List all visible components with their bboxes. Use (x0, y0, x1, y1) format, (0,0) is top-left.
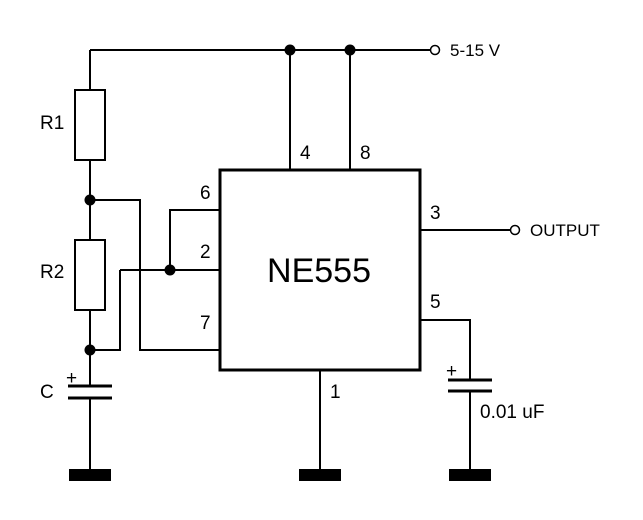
pin-number-6: 6 (200, 183, 211, 204)
r2-label: R2 (40, 262, 64, 283)
c5-label: 0.01 uF (480, 402, 544, 423)
pin-number-1: 1 (330, 382, 341, 403)
supply-terminal (429, 44, 441, 56)
supply-label: 5-15 V (450, 41, 501, 60)
ground-symbol-c5 (449, 469, 491, 481)
ground-symbol-c (69, 469, 111, 481)
r1-label: R1 (40, 113, 64, 134)
chip-name: NE555 (267, 252, 371, 290)
output-terminal (509, 224, 521, 236)
pin-number-4: 4 (300, 143, 311, 164)
pin5-wire (420, 319, 471, 379)
pin7-discharge-wire (90, 199, 220, 351)
pin6-wire (169, 209, 220, 270)
pin-number-8: 8 (360, 143, 371, 164)
junction-dot-pin2-pin6 (164, 264, 176, 276)
pin-number-2: 2 (200, 242, 211, 263)
c5-polarity-mark: + (446, 361, 457, 382)
c-label: C (40, 382, 54, 403)
pin-number-3: 3 (430, 203, 441, 224)
output-label: OUTPUT (530, 221, 600, 240)
r2-resistor (74, 239, 106, 311)
c-polarity-mark: + (66, 368, 77, 389)
ground-symbol-pin1 (299, 469, 341, 481)
pin-number-7: 7 (200, 313, 211, 334)
cap-to-trigger-wire (90, 270, 121, 351)
pin-number-5: 5 (430, 292, 441, 313)
r1-resistor (74, 89, 106, 161)
